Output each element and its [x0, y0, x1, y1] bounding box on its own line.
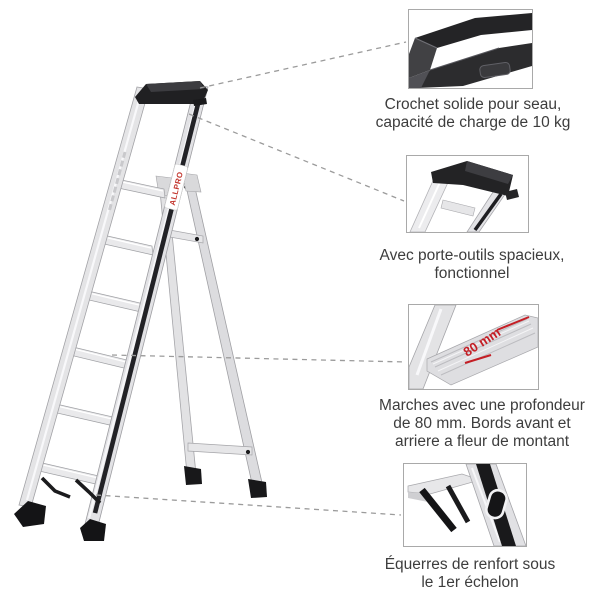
- caption-line: capacité de charge de 10 kg: [375, 114, 571, 131]
- callout-caption-bucket-hook: Crochet solide pour seau, capacité de ch…: [370, 96, 576, 132]
- ladder-top-tray: [135, 81, 208, 106]
- bracket-strap: [445, 484, 471, 524]
- callout-connector-lines: [95, 41, 407, 516]
- caption-line: le 1er échelon: [421, 574, 519, 591]
- caption-line: Avec porte-outils spacieux,: [379, 247, 565, 264]
- callout-caption-tool-tray: Avec porte-outils spacieux, fonctionnel: [369, 247, 575, 283]
- caption-line: Marches avec une profondeur: [379, 397, 585, 414]
- bracket-strap: [419, 487, 457, 533]
- caption-line: de 80 mm. Bords avant et: [393, 415, 571, 432]
- brand-label: ALLPRO: [164, 163, 188, 211]
- rear-foot: [248, 479, 267, 498]
- callout-thumb-step-depth: 80 mm: [408, 304, 539, 390]
- caption-line: Crochet solide pour seau,: [384, 96, 562, 113]
- step-depth-marks: [464, 316, 530, 364]
- connector-line-bucket-hook: [199, 41, 407, 89]
- connector-line-step-depth: [111, 354, 407, 363]
- reinforcement-braces: [40, 476, 102, 505]
- hinge-plate: [181, 172, 202, 193]
- caption-line: Équerres de renfort sous: [384, 556, 556, 573]
- callout-thumb-bucket-hook: [408, 9, 533, 89]
- caption-line: fonctionnel: [434, 265, 510, 282]
- d-ring-cutout: [485, 488, 508, 520]
- callout-thumb-tool-tray: [406, 155, 529, 233]
- ladder-feet: [14, 501, 106, 541]
- caption-line: arriere a fleur de montant: [394, 433, 570, 450]
- ladder-front-rails: ALLPRO: [18, 84, 209, 527]
- connector-line-tool-tray: [188, 113, 405, 202]
- connector-line-bracket: [95, 494, 402, 516]
- rear-foot: [184, 466, 202, 485]
- ladder-rear-legs: [155, 172, 267, 498]
- bucket-hook-tab: [479, 61, 511, 79]
- callout-thumb-bracket: [403, 463, 527, 547]
- rail-embossing: [107, 151, 127, 213]
- callout-caption-bracket: Équerres de renfort sous le 1er échelon: [367, 556, 573, 592]
- callout-caption-step-depth: Marches avec une profondeur de 80 mm. Bo…: [379, 397, 585, 451]
- ladder-steps: [37, 178, 166, 486]
